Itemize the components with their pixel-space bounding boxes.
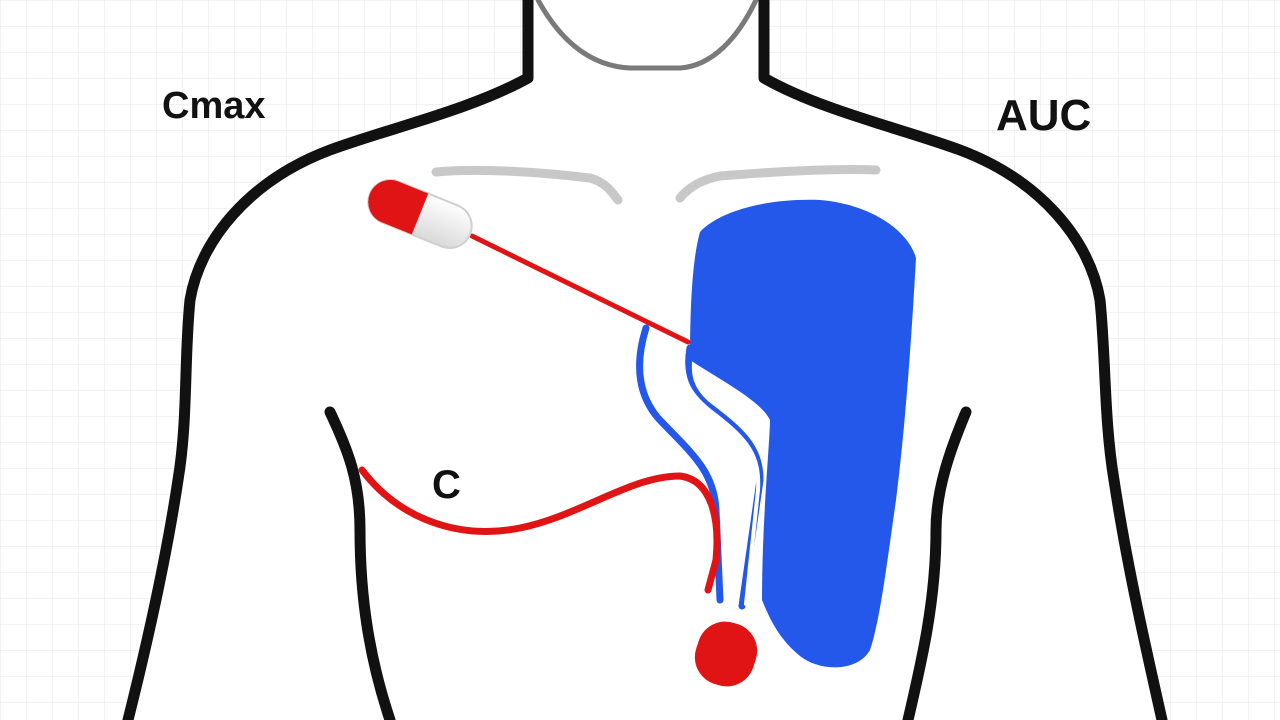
capsule-red-line — [469, 233, 691, 345]
drop-icon — [694, 621, 758, 687]
blue-vessel-inner — [684, 344, 764, 610]
organ-shape — [690, 199, 916, 668]
torso-left-outline — [122, 0, 534, 720]
torso-right-outline — [758, 0, 1168, 720]
neck-line — [535, 0, 759, 71]
blue-vessel-outer — [636, 324, 724, 604]
arm-line-left — [324, 406, 396, 720]
concentration-label: C — [432, 463, 461, 507]
auc-label: AUC — [996, 91, 1091, 140]
capsule-icon — [367, 179, 473, 249]
collarbone-left — [431, 165, 623, 205]
concentration-curve — [358, 466, 721, 594]
arm-line-right — [902, 406, 972, 720]
cmax-label: Cmax — [162, 85, 266, 127]
collarbone-right — [675, 164, 881, 203]
white-vessel-channel — [681, 348, 761, 606]
